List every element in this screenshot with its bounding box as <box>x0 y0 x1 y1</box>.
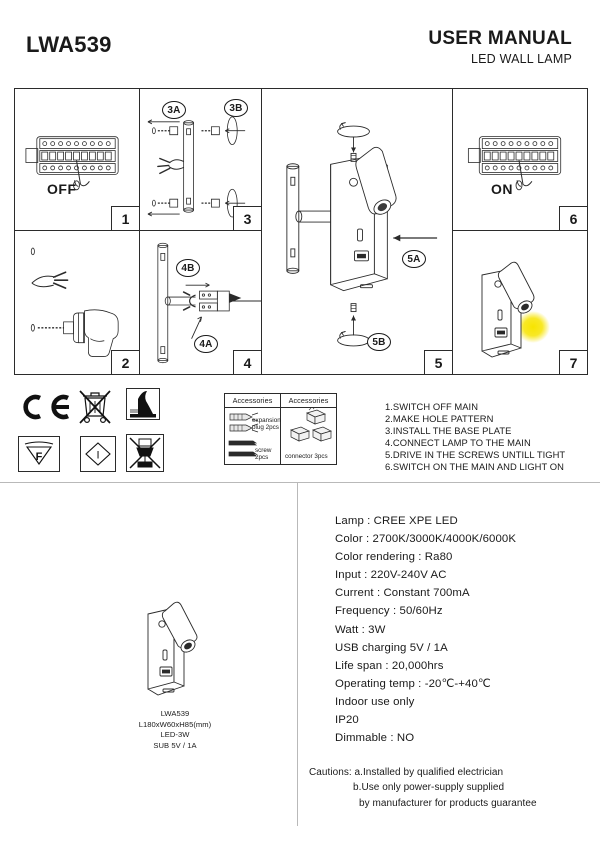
accessory-label-connector: connector 3pcs <box>285 453 328 460</box>
product-label-line: LWA539 <box>160 709 190 718</box>
spec-line: IP20 <box>335 714 359 727</box>
callout-3b: 3B <box>224 99 248 117</box>
expansion-plug-icon <box>228 412 259 457</box>
step-number-6: 6 <box>559 206 587 230</box>
accessories-column-right: Accessories con <box>281 394 336 464</box>
step-cell-4: 4B 4A 4 <box>140 231 262 374</box>
product-label-line: SUB 5V / 1A <box>153 740 197 750</box>
accessories-table: Accessories expansion <box>224 393 337 465</box>
cautions-block: Cautions: a.Installed by qualified elect… <box>309 765 537 811</box>
page-title: USER MANUAL <box>428 28 572 49</box>
step-cell-7: 7 <box>453 231 587 374</box>
accessories-body-left: expansion plug 2pcs screw 2pcs <box>225 408 281 466</box>
breaker-state-label-on: ON <box>491 181 513 197</box>
drill-hole-pattern-icon <box>30 247 119 357</box>
accessories-header-right: Accessories <box>281 394 336 408</box>
light-beam-glow <box>516 311 550 343</box>
mounting-surface-icon <box>126 388 160 420</box>
step-instruction: 5.DRIVE IN THE SCREWS UNTILL TIGHT <box>385 449 566 461</box>
step-cell-5: 5A 5B 5 <box>262 89 453 374</box>
spec-line: Input : 220V-240V AC <box>335 569 447 582</box>
product-illustration <box>110 600 240 705</box>
section-divider-vertical <box>297 482 298 826</box>
spec-line: Dimmable : NO <box>335 732 415 745</box>
step-number-2: 2 <box>111 350 139 374</box>
step-cell-3: 3A 3B 3 <box>140 89 262 231</box>
spec-line: Life span : 20,000hrs <box>335 659 444 672</box>
svg-text:I: I <box>96 450 99 462</box>
step-instruction: 4.CONNECT LAMP TO THE MAIN <box>385 437 531 449</box>
spec-line: Current : Constant 700mA <box>335 587 470 600</box>
accessory-label-screw: screw 2pcs <box>255 447 272 462</box>
title-group: USER MANUAL LED WALL LAMP <box>428 28 572 66</box>
wall-lamp-product-icon <box>147 601 198 696</box>
accessory-label-expansion-plug: expansion plug 2pcs <box>252 417 281 432</box>
step-instruction: 6.SWITCH ON THE MAIN AND LIGHT ON <box>385 461 564 473</box>
class-one-diamond-icon: I <box>80 436 116 472</box>
lamp-lit-icon <box>481 261 550 358</box>
step-number-1: 1 <box>111 206 139 230</box>
step-cell-2: 2 <box>15 231 140 374</box>
product-label-line: LED-3W <box>160 730 190 740</box>
certification-symbols: F I <box>18 388 218 480</box>
spec-line: Color : 2700K/3000K/4000K/6000K <box>335 533 517 546</box>
step-number-3: 3 <box>233 206 261 230</box>
wire-connector-icon <box>157 242 261 364</box>
callout-3a: 3A <box>162 101 186 119</box>
callout-4b: 4B <box>176 259 200 277</box>
breaker-panel-on-icon <box>467 136 562 191</box>
page-subtitle: LED WALL LAMP <box>470 51 572 66</box>
lamp-mounting-icon <box>286 122 438 347</box>
breaker-panel-off-icon <box>25 136 119 191</box>
product-label-line: L180xW60xH85(mm) <box>138 719 212 729</box>
step-number-7: 7 <box>559 350 587 374</box>
step-instruction: 2.MAKE HOLE PATTERN <box>385 413 494 425</box>
spec-line: Lamp : CREE XPE LED <box>335 515 458 527</box>
spec-line: Color rendering : Ra80 <box>335 551 453 564</box>
installation-step-grid: OFF 1 2 <box>14 88 588 375</box>
spec-line: Operating temp : -20℃-+40℃ <box>335 677 491 690</box>
caution-line: by manufacturer for products guarantee <box>359 797 537 809</box>
page-header: LWA539 USER MANUAL LED WALL LAMP <box>0 28 600 76</box>
product-label: LWA539 L180xW60xH85(mm) LED-3W SUB 5V / … <box>110 709 240 751</box>
step-instructions-list: 1.SWITCH OFF MAIN 2.MAKE HOLE PATTERN 3.… <box>385 401 565 474</box>
spec-line: Watt : 3W <box>335 623 386 636</box>
step-cell-6: ON 6 <box>453 89 587 231</box>
base-plate-screws-icon <box>147 116 246 218</box>
step-instruction: 3.INSTALL THE BASE PLATE <box>385 425 512 437</box>
ce-mark-icon <box>18 392 74 427</box>
caution-line: Cautions: a.Installed by qualified elect… <box>309 767 504 778</box>
do-not-cover-icon <box>126 434 164 472</box>
section-divider-horizontal <box>0 482 600 483</box>
spec-line: Frequency : 50/60Hz <box>335 605 443 618</box>
specifications-list: Lamp : CREE XPE LED Color : 2700K/3000K/… <box>335 512 516 747</box>
step-number-5: 5 <box>424 350 452 374</box>
product-block: LWA539 L180xW60xH85(mm) LED-3W SUB 5V / … <box>110 600 240 751</box>
f-mark-icon: F <box>18 436 60 472</box>
connector-icon <box>290 408 332 442</box>
callout-5a: 5A <box>402 250 426 268</box>
accessories-header-left: Accessories <box>225 394 280 408</box>
spec-line: Indoor use only <box>335 695 415 708</box>
callout-4a: 4A <box>194 335 218 353</box>
step-number-4: 4 <box>233 350 261 374</box>
callout-5b: 5B <box>367 333 391 351</box>
breaker-state-label-off: OFF <box>47 181 77 197</box>
weee-crossed-bin-icon <box>78 388 112 431</box>
accessories-body-right: connector 3pcs <box>281 408 336 466</box>
svg-text:F: F <box>36 451 43 463</box>
step-cell-1: OFF 1 <box>15 89 140 231</box>
accessories-column-left: Accessories expansion <box>225 394 281 464</box>
spec-line: USB charging 5V / 1A <box>335 641 448 654</box>
caution-line: b.Use only power-supply supplied <box>353 782 505 794</box>
step-instruction: 1.SWITCH OFF MAIN <box>385 401 479 412</box>
model-code: LWA539 <box>26 32 112 57</box>
